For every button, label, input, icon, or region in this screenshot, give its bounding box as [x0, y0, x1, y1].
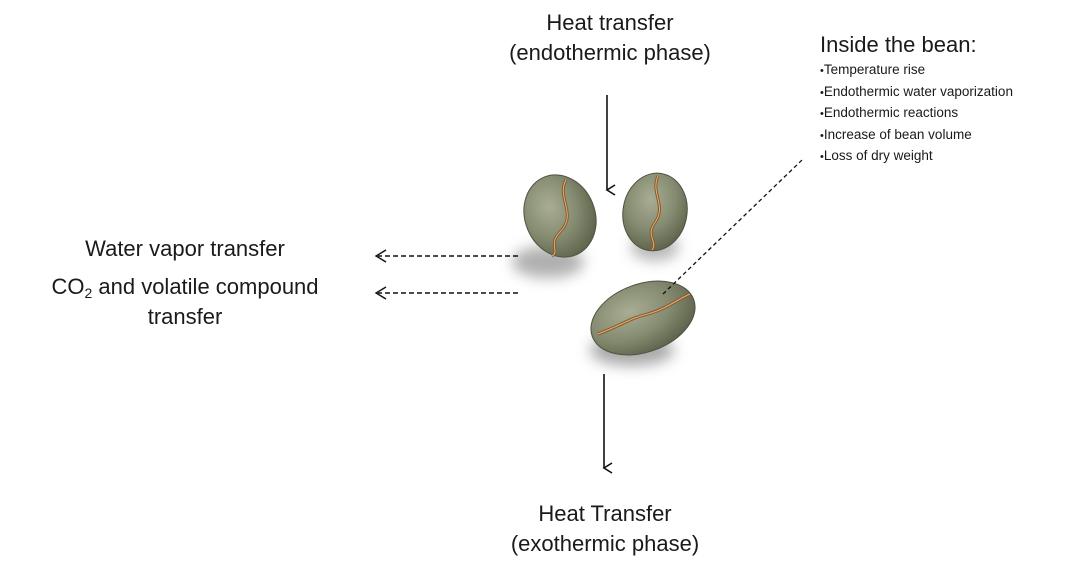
coffee-beans-image — [512, 164, 706, 368]
co2-volatile-arrow — [376, 287, 518, 299]
bean-top-right — [617, 168, 694, 256]
water-vapor-arrow — [376, 250, 518, 262]
